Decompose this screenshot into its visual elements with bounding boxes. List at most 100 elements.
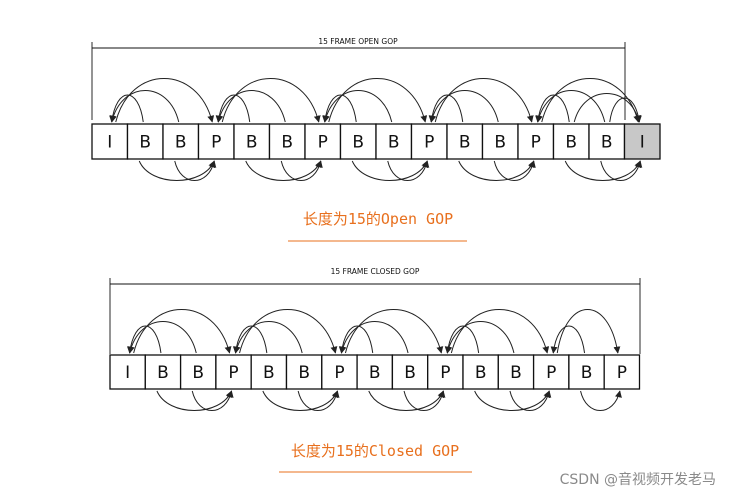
reference-arrows-forward (126, 309, 621, 354)
reference-arrow (535, 90, 606, 123)
frame-cell: B (497, 354, 535, 390)
reference-arrow (239, 309, 338, 354)
reference-arrow (580, 390, 622, 411)
frame-type-label: P (531, 133, 541, 153)
frame-type-label: B (157, 363, 169, 383)
reference-arrow (109, 90, 180, 123)
frame-type-label: B (459, 133, 471, 153)
frame-box (481, 123, 519, 160)
frame-cell: B (162, 123, 200, 160)
reference-arrows-backward (156, 390, 622, 411)
frame-type-label: P (617, 363, 627, 383)
reference-arrow (262, 390, 339, 411)
reference-arrow (233, 321, 303, 354)
reference-arrow (174, 160, 217, 181)
frame-cell: B (552, 123, 590, 160)
frame-type-label: B (475, 363, 487, 383)
reference-arrow (445, 321, 515, 354)
frame-box (517, 123, 555, 160)
frame-box (532, 354, 570, 390)
gop-span-label: 15 FRAME OPEN GOP (318, 37, 398, 46)
reference-arrow (573, 93, 642, 123)
reference-arrows-forward (109, 78, 642, 123)
reference-arrow (556, 309, 621, 354)
frame-cell: I (109, 354, 146, 390)
frame-type-label: I (107, 133, 112, 153)
frame-box (215, 354, 252, 390)
frame-box (356, 354, 394, 390)
frame-box (552, 123, 590, 160)
frame-cell: B (179, 354, 217, 390)
frame-type-label: B (494, 133, 506, 153)
frame-type-label: B (581, 363, 593, 383)
frame-cell: I (91, 123, 129, 160)
reference-arrow (450, 309, 550, 354)
frame-box (179, 354, 217, 390)
reference-arrow (126, 325, 162, 354)
frame-cell: P (321, 354, 358, 390)
reference-arrow (338, 325, 374, 354)
frame-cell: P (215, 354, 252, 390)
frame-cell: P (197, 123, 235, 160)
frame-box (603, 354, 641, 390)
frame-type-label: B (139, 133, 151, 153)
frame-cell: B (446, 123, 484, 160)
reference-arrow (434, 78, 534, 123)
frame-type-label: B (192, 363, 204, 383)
reference-arrow (444, 325, 480, 354)
reference-arrow (215, 94, 251, 123)
frame-box (497, 354, 535, 390)
frame-type-label: B (388, 133, 400, 153)
frame-type-label: B (175, 133, 187, 153)
reference-arrow (535, 94, 570, 123)
reference-arrow (127, 321, 197, 354)
reference-arrow (133, 309, 232, 354)
next-gop-frame-box (623, 123, 661, 160)
frame-cell: B (339, 123, 377, 160)
frame-cell: B (391, 354, 429, 390)
reference-arrow (138, 160, 215, 181)
frame-box (321, 354, 358, 390)
reference-arrow (297, 390, 340, 411)
frame-cell: B (126, 123, 164, 160)
frame-type-label: B (281, 133, 293, 153)
frame-type-label: B (404, 363, 416, 383)
reference-arrow (428, 94, 464, 123)
reference-arrow (216, 90, 286, 123)
reference-arrow (328, 78, 428, 123)
reference-arrows-backward (138, 160, 643, 181)
frame-cell: B (462, 354, 499, 390)
frame-cell: B (144, 354, 182, 390)
frame-cell: P (517, 123, 555, 160)
reference-arrow (344, 309, 444, 354)
frame-box (339, 123, 377, 160)
frame-cell: B (268, 123, 306, 160)
frame-box (588, 123, 626, 160)
frame-cell: B (356, 354, 394, 390)
frame-type-label: P (318, 133, 328, 153)
frame-type-label: B (565, 133, 577, 153)
frame-type-label: P (424, 133, 434, 153)
frame-type-label: P (228, 363, 238, 383)
frame-cell: P (603, 354, 641, 390)
reference-arrow (550, 325, 586, 354)
reference-arrow (322, 90, 393, 123)
frame-box (391, 354, 429, 390)
frame-type-label: B (298, 363, 310, 383)
reference-arrow (109, 94, 144, 123)
frame-type-label: P (211, 133, 221, 153)
reference-arrow (232, 325, 268, 354)
reference-arrow (245, 160, 322, 181)
reference-arrow (322, 94, 357, 123)
frame-box (304, 123, 342, 160)
gop-span-indicator: 15 FRAME OPEN GOP (91, 37, 626, 120)
frame-box (410, 123, 448, 160)
frame-cell: B (233, 123, 271, 160)
reference-arrow (191, 390, 234, 411)
frame-type-label: B (601, 133, 613, 153)
frame-type-label: B (510, 363, 522, 383)
reference-arrow (429, 90, 499, 123)
